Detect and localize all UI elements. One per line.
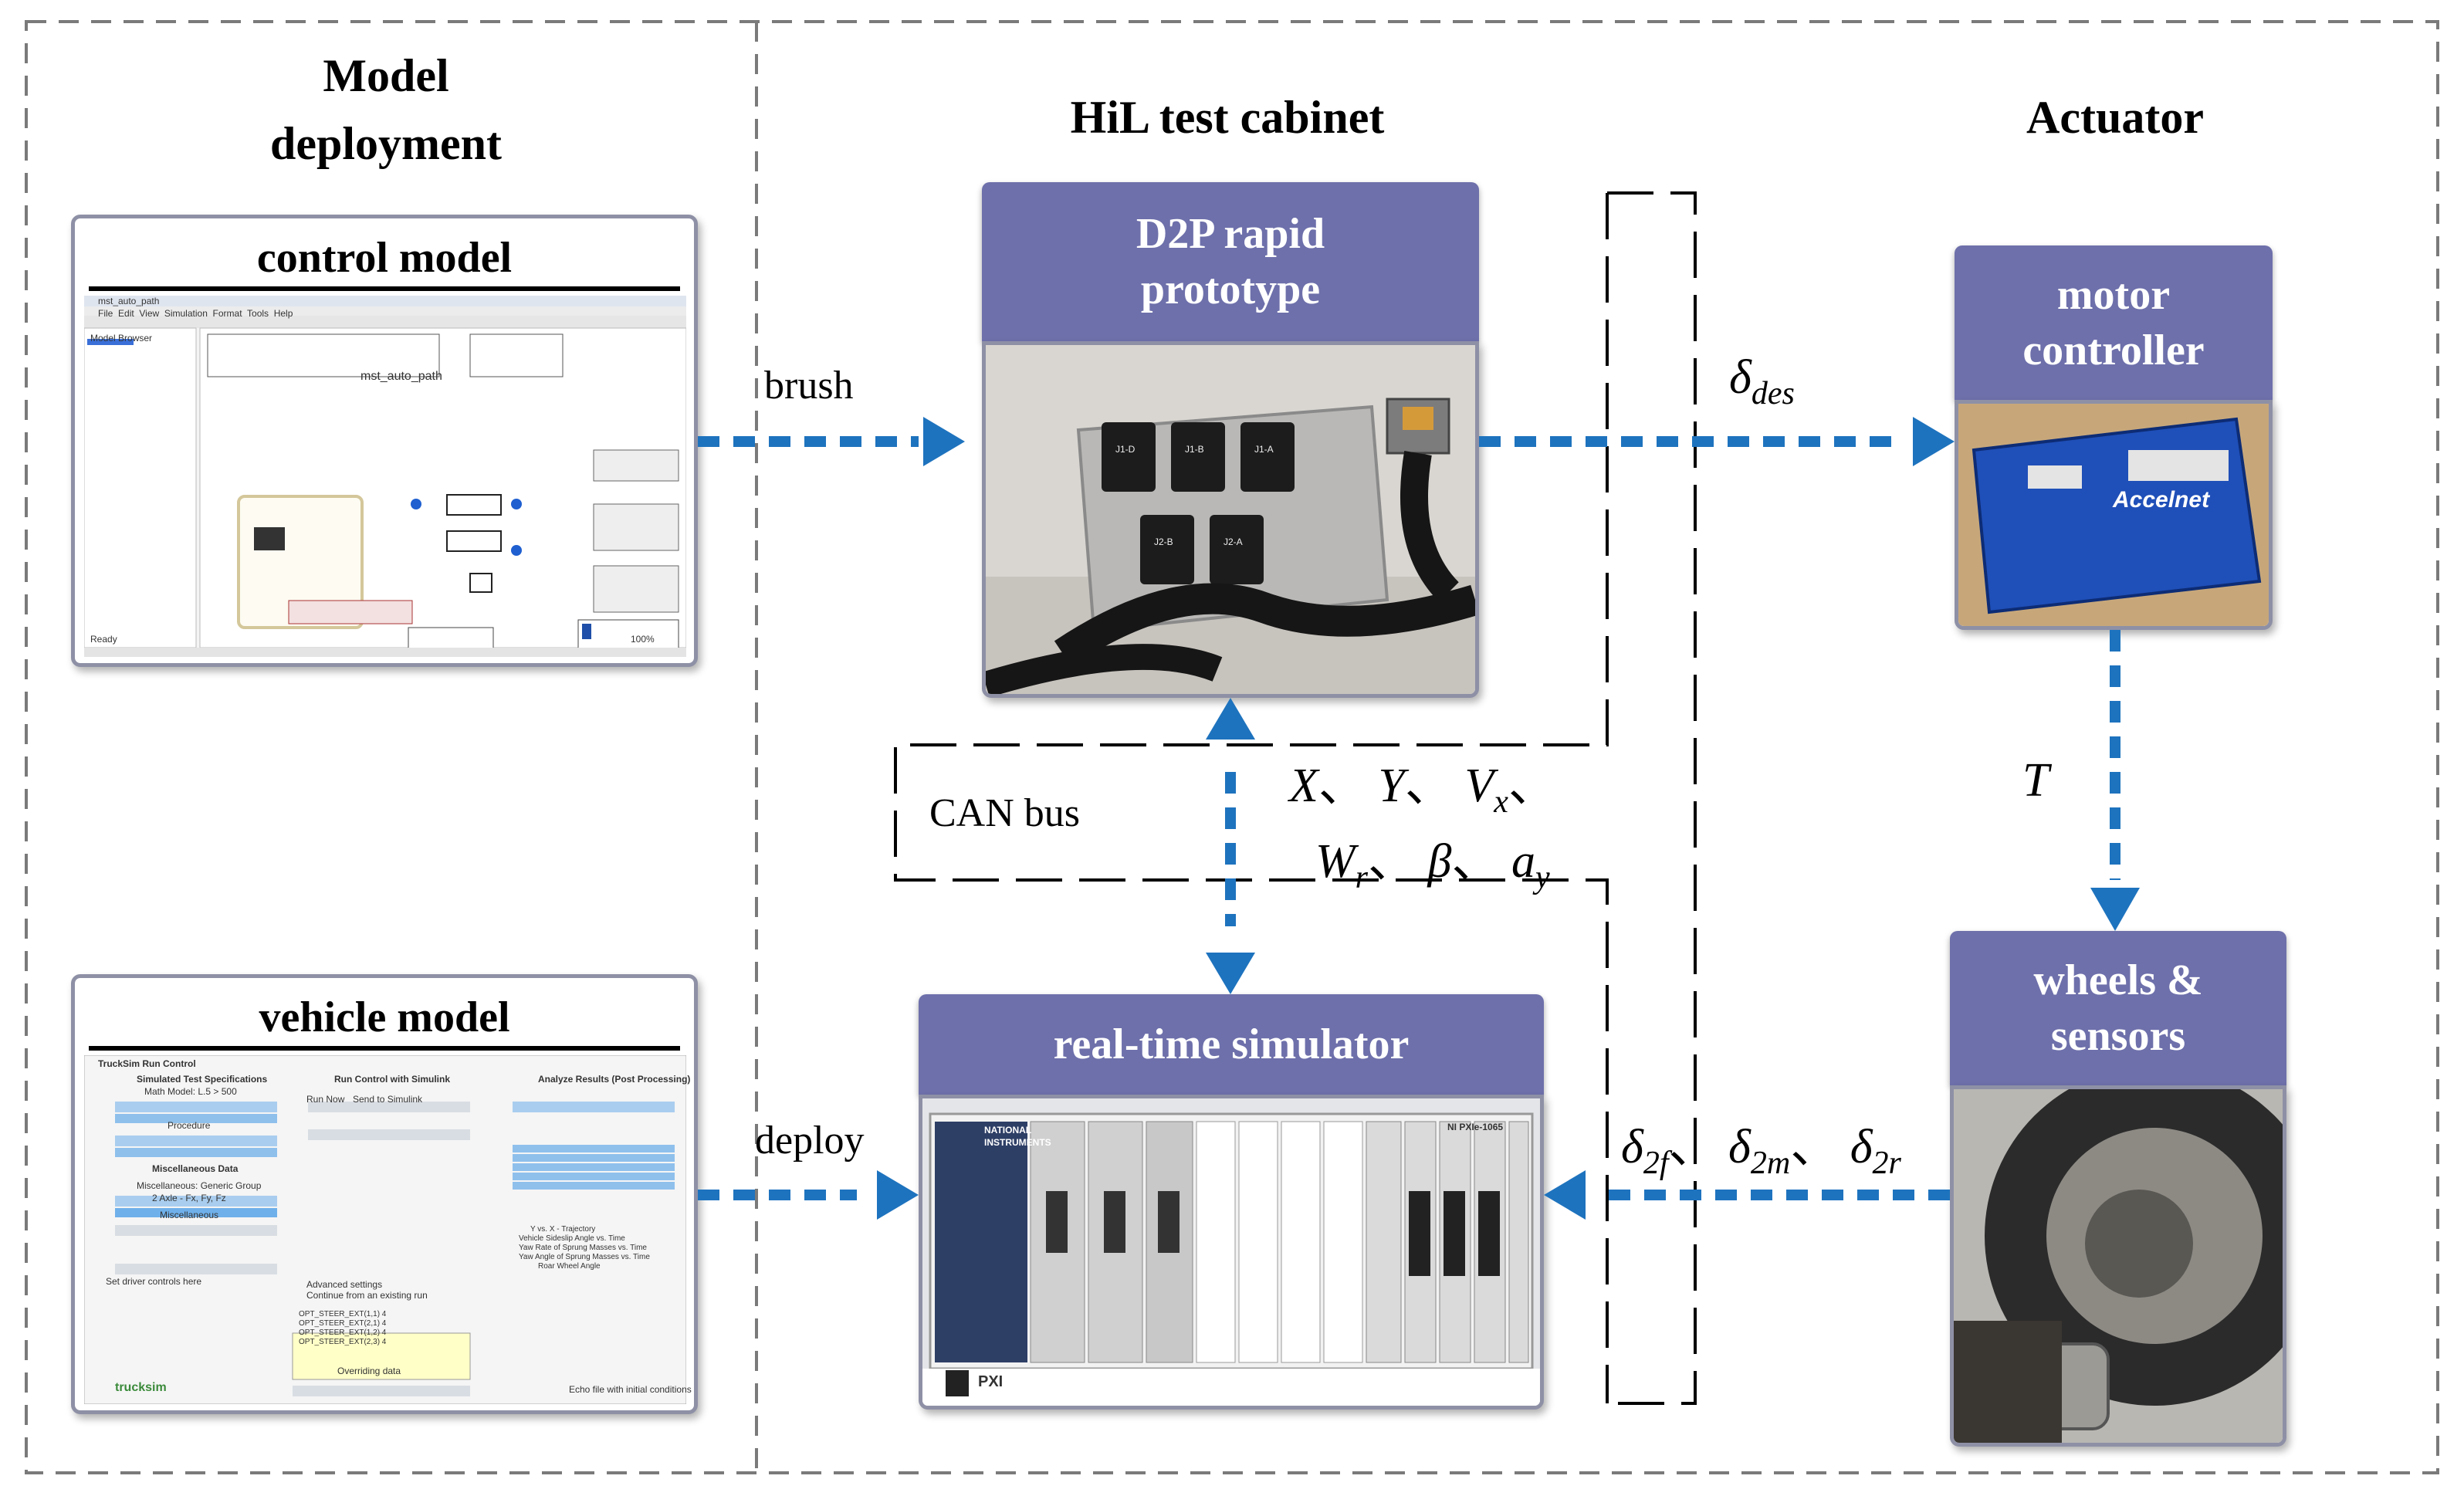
plot-item[interactable]: Roar Wheel Angle bbox=[538, 1262, 601, 1271]
model-browser-label: Model Browser bbox=[90, 333, 153, 344]
status-ready: Ready bbox=[90, 634, 117, 645]
wheels-photo bbox=[1950, 1085, 2286, 1447]
model-name: mst_auto_path bbox=[360, 370, 442, 383]
arrowhead-can-down bbox=[1206, 953, 1255, 994]
col3-header: Analyze Results (Post Processing) bbox=[538, 1074, 691, 1085]
menu-item[interactable]: Help bbox=[273, 308, 293, 319]
label-torque: T bbox=[2022, 754, 2049, 807]
list-item[interactable]: OPT_STEER_EXT(2,3) 4 bbox=[299, 1338, 387, 1346]
advanced-settings[interactable]: Advanced settings bbox=[306, 1279, 383, 1290]
title-underline bbox=[89, 286, 680, 291]
motor-controller-header: motor controller bbox=[1955, 245, 2273, 400]
plot-item[interactable]: Y vs. X - Trajectory bbox=[530, 1225, 596, 1234]
control-window-title: mst_auto_path bbox=[98, 296, 160, 306]
accelnet-logo: Accelnet bbox=[2113, 487, 2210, 513]
driver-controls[interactable]: Set driver controls here bbox=[106, 1276, 202, 1287]
run-now[interactable]: Run Now bbox=[306, 1094, 345, 1105]
connector-label: J2-A bbox=[1224, 536, 1243, 547]
control-model-panel: control model bbox=[71, 215, 698, 667]
menu-item[interactable]: Edit bbox=[118, 308, 134, 319]
label-states-line2: Wr、 β、 ay bbox=[1315, 835, 1550, 895]
label-brush: brush bbox=[764, 364, 854, 408]
section-title-actuator: Actuator bbox=[2026, 92, 2204, 143]
section-title-line: Model bbox=[323, 50, 449, 101]
list-item[interactable]: OPT_STEER_EXT(1,2) 4 bbox=[299, 1328, 387, 1337]
connector-label: J1-B bbox=[1185, 444, 1204, 455]
connector-label: J1-A bbox=[1254, 444, 1274, 455]
axle[interactable]: 2 Axle - Fx, Fy, Fz bbox=[152, 1193, 226, 1203]
arrowhead-torque bbox=[2090, 888, 2140, 931]
label-can-bus: CAN bus bbox=[929, 791, 1081, 835]
status-zoom: 100% bbox=[631, 634, 655, 645]
wheels-title-line: sensors bbox=[2050, 1012, 2186, 1060]
menu-item[interactable]: File bbox=[98, 308, 113, 319]
wheel-illustration bbox=[1954, 1089, 2283, 1443]
wheels-header: wheels & sensors bbox=[1950, 931, 2286, 1085]
plot-item[interactable]: Yaw Rate of Sprung Masses vs. Time bbox=[519, 1244, 647, 1252]
math-model[interactable]: Math Model: L.5 > 500 bbox=[144, 1086, 237, 1097]
section-title-model-deployment: Model deployment bbox=[154, 42, 618, 178]
section-title-hil: HiL test cabinet bbox=[1070, 92, 1385, 143]
overriding-data[interactable]: Overriding data bbox=[337, 1366, 401, 1376]
misc-generic[interactable]: Miscellaneous: Generic Group bbox=[137, 1180, 262, 1191]
d2p-title-line: D2P rapid bbox=[1136, 210, 1325, 258]
arrowhead-can-up bbox=[1206, 698, 1255, 740]
ni-logo-line: NATIONAL bbox=[984, 1125, 1032, 1136]
d2p-photo: J1-D J1-B J1-A J2-B J2-A bbox=[982, 341, 1479, 698]
list-item[interactable]: OPT_STEER_EXT(1,1) 4 bbox=[299, 1310, 387, 1318]
menu-item[interactable]: Simulation bbox=[164, 308, 208, 319]
label-delta-des: δdes bbox=[1729, 351, 1795, 411]
ni-logo-line: INSTRUMENTS bbox=[984, 1137, 1051, 1148]
plot-item[interactable]: Yaw Angle of Sprung Masses vs. Time bbox=[519, 1253, 650, 1261]
motor-title-line: motor bbox=[2056, 271, 2171, 319]
simulator-header: real-time simulator bbox=[919, 994, 1544, 1095]
vehicle-tab[interactable]: TruckSim Run Control bbox=[98, 1058, 196, 1069]
menu-item[interactable]: View bbox=[139, 308, 160, 319]
vehicle-model-screenshot bbox=[84, 1055, 686, 1404]
vehicle-model-title: vehicle model bbox=[259, 993, 510, 1041]
menu-item[interactable]: Tools bbox=[247, 308, 269, 319]
section-title-line: deployment bbox=[270, 118, 502, 169]
miscellaneous[interactable]: Miscellaneous bbox=[160, 1210, 219, 1220]
col1-header: Simulated Test Specifications bbox=[137, 1074, 268, 1085]
misc-data: Miscellaneous Data bbox=[152, 1163, 239, 1174]
echo-file[interactable]: Echo file with initial conditions bbox=[569, 1384, 692, 1395]
label-states-line1: X、 Y、 Vx、 bbox=[1289, 760, 1556, 820]
arrowhead-brush bbox=[923, 417, 965, 466]
d2p-title-line: prototype bbox=[1140, 266, 1321, 313]
col2-header: Run Control with Simulink bbox=[334, 1074, 450, 1085]
label-feedback: δ2f、 δ2m、 δ2r bbox=[1621, 1121, 1901, 1181]
vehicle-model-panel: vehicle model TruckSim Run Control Simul… bbox=[71, 974, 698, 1414]
arrowhead-feedback bbox=[1544, 1170, 1586, 1220]
d2p-header: D2P rapid prototype bbox=[982, 182, 1479, 341]
control-model-title: control model bbox=[256, 234, 513, 282]
pxi-badge: PXI bbox=[978, 1373, 1004, 1390]
arrowhead-deploy bbox=[877, 1170, 919, 1220]
motor-controller-photo: Accelnet bbox=[1955, 400, 2273, 630]
control-menu: File Edit View Simulation Format Tools H… bbox=[98, 308, 293, 319]
arrowhead-delta-des bbox=[1913, 417, 1955, 466]
trucksim-logo: trucksim bbox=[115, 1381, 167, 1394]
continue-run[interactable]: Continue from an existing run bbox=[306, 1290, 428, 1301]
connector-label: J2-B bbox=[1154, 536, 1173, 547]
control-model-screenshot bbox=[84, 296, 686, 657]
title-underline bbox=[89, 1046, 680, 1051]
drive-illustration bbox=[1958, 404, 2269, 626]
menu-item[interactable]: Format bbox=[212, 308, 242, 319]
list-item[interactable]: OPT_STEER_EXT(2,1) 4 bbox=[299, 1319, 387, 1328]
wheels-title-line: wheels & bbox=[2033, 956, 2203, 1004]
ecu-illustration bbox=[986, 345, 1475, 694]
procedure[interactable]: Procedure bbox=[168, 1120, 211, 1131]
pxi-model: NI PXIe-1065 bbox=[1447, 1122, 1504, 1132]
pxi-chassis-illustration bbox=[922, 1098, 1540, 1406]
send-simulink[interactable]: Send to Simulink bbox=[353, 1094, 423, 1105]
label-deploy: deploy bbox=[755, 1119, 865, 1163]
connector-label: J1-D bbox=[1115, 444, 1136, 455]
plot-item[interactable]: Vehicle Sideslip Angle vs. Time bbox=[519, 1234, 625, 1243]
motor-title-line: controller bbox=[2022, 327, 2205, 374]
simulator-photo: NATIONAL INSTRUMENTS NI PXIe-1065 PXI bbox=[919, 1095, 1544, 1410]
